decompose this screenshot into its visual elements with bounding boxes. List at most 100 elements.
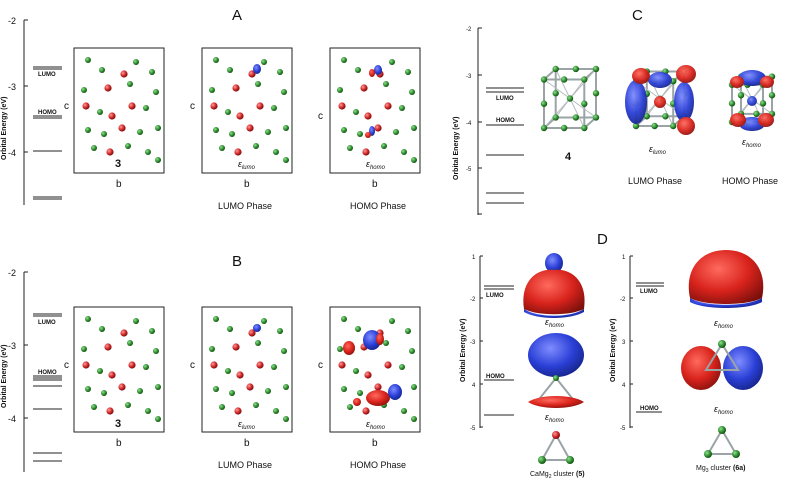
ca-atom: [82, 361, 90, 369]
mg-atom: [91, 404, 97, 410]
tick-label: -5: [620, 426, 626, 432]
c-axis-label: c: [318, 360, 323, 371]
mg-atom: [572, 65, 580, 73]
atom-cluster: [209, 57, 289, 163]
epsilon-homo-top: εhomo: [714, 318, 734, 330]
ca-atom: [128, 102, 136, 110]
mg-atom: [355, 326, 361, 332]
homo-orbital-mid-left: [528, 333, 584, 408]
mg-atom: [127, 340, 133, 346]
energy-axis-b: -2 -3 -4 Orbital Energy (eV): [1, 268, 28, 472]
tick-label: -4: [466, 121, 472, 127]
b-axis-label: b: [372, 179, 378, 190]
epsilon-lumo: εlumo: [238, 159, 256, 171]
mg-atom: [99, 326, 105, 332]
mg-atom: [401, 408, 407, 414]
cluster-label: CaMg2 cluster (5): [530, 471, 585, 480]
lumo-label: LUMO: [486, 293, 504, 299]
lumo-phase-label: LUMO Phase: [628, 176, 682, 186]
bond: [543, 98, 571, 129]
homo-phase-label: HOMO Phase: [350, 201, 406, 211]
mg-atom: [213, 386, 219, 392]
tick-label: -2: [8, 16, 16, 26]
mg-atom: [127, 81, 133, 87]
mg-atom: [209, 87, 215, 93]
mg-atom: [552, 65, 559, 73]
mg-atom: [81, 346, 87, 352]
homo-orbital-lobes: [730, 70, 774, 131]
mg-atom: [405, 69, 411, 75]
atom-cluster: [209, 316, 289, 422]
ca-atom: [236, 112, 244, 120]
y-axis-label: Orbital Energy (eV): [1, 345, 8, 408]
mg-atom: [149, 69, 155, 75]
mg-atom: [219, 404, 225, 410]
homo-box: [329, 306, 421, 433]
mg-atom: [381, 143, 387, 149]
mg-atom: [145, 149, 151, 155]
ca-atom: [120, 329, 128, 337]
mg-atom: [759, 100, 767, 107]
panel-letter-b: B: [232, 253, 242, 270]
cluster-label: Mg3 cluster (6a): [696, 465, 745, 474]
mg-atom: [229, 131, 235, 137]
tick-label: -4: [8, 148, 16, 158]
mg-atom: [155, 157, 161, 163]
panel-a: A -2 -3 -4 Orbital Energy (eV) LUMO HOMO: [1, 7, 421, 211]
mg-atom: [409, 89, 415, 95]
compound-number: 3: [115, 158, 121, 170]
ca-atom: [128, 361, 136, 369]
epsilon-homo-top: εhomo: [545, 317, 565, 329]
mg-atom: [265, 388, 271, 394]
mg-atom: [227, 326, 233, 332]
mg-atom: [255, 81, 261, 87]
bond: [569, 98, 585, 129]
ca-atom: [104, 343, 112, 351]
mg-atom: [540, 124, 548, 132]
mg-atom: [273, 408, 279, 414]
cubic-cluster: [540, 65, 600, 132]
ca-atom: [364, 371, 372, 379]
ca-atom: [246, 383, 254, 391]
mg-atom: [137, 388, 143, 394]
mg-atom: [229, 390, 235, 396]
ca-atom: [384, 102, 392, 110]
bond: [569, 68, 597, 99]
atom-cluster: [337, 316, 417, 422]
tick-label: 1: [622, 255, 626, 261]
homo-label: HOMO: [640, 406, 659, 412]
mg-atom: [670, 122, 677, 130]
mg-atom: [283, 384, 289, 390]
mg-atom: [393, 129, 399, 135]
mg-atom: [253, 402, 259, 408]
mg-atom: [411, 157, 417, 163]
mg-atom: [592, 90, 600, 97]
tick-label: -5: [466, 167, 472, 173]
ca-atom: [374, 124, 382, 132]
mg-atom: [552, 90, 559, 97]
mg-atom: [337, 346, 343, 352]
ca-atom: [106, 148, 114, 156]
ca-atom: [120, 70, 128, 78]
lumo-label: LUMO: [496, 96, 514, 102]
lumo-orbital-lobes: [625, 65, 696, 135]
mg-atom: [768, 92, 776, 99]
energy-axis-a: -2 -3 -4 Orbital Energy (eV): [1, 16, 28, 205]
mg-atom: [341, 386, 347, 392]
mg-atom: [253, 143, 259, 149]
mg-atom: [97, 109, 103, 115]
epsilon-homo-mid: εhomo: [545, 412, 565, 424]
mg-atom: [273, 149, 279, 155]
tick-label: -2: [470, 297, 476, 303]
panel-letter-c: C: [632, 7, 643, 24]
atom-cluster: [81, 57, 161, 163]
mg-atom: [213, 316, 219, 322]
mg-atom: [85, 316, 91, 322]
mg-atom: [155, 416, 161, 422]
lumo-label: LUMO: [38, 72, 56, 78]
mg-atom: [728, 100, 736, 107]
mg-atom: [347, 404, 353, 410]
tick-label: -2: [620, 297, 626, 303]
compound-number: 3: [115, 418, 121, 430]
mg-atom: [399, 105, 405, 111]
